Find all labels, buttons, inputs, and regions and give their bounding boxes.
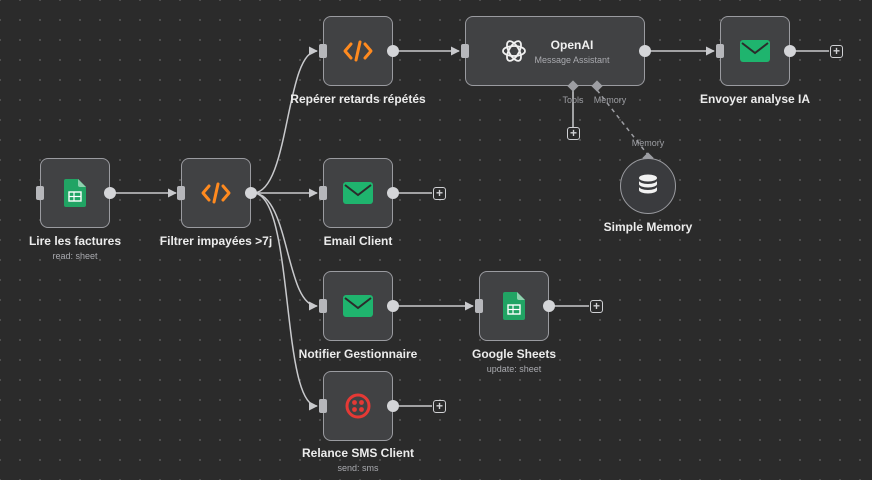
input-port[interactable] — [319, 44, 327, 58]
output-port[interactable] — [784, 45, 796, 57]
node-relance-sms[interactable] — [319, 371, 399, 441]
edge-filtrer-to-relance[interactable] — [252, 192, 318, 411]
node-label: Envoyer analyse IA — [699, 92, 811, 106]
add-node-button[interactable]: + — [433, 400, 446, 413]
edge-memory-dashed[interactable] — [596, 89, 649, 156]
input-port[interactable] — [461, 44, 469, 58]
node-notifier-gestionnaire[interactable] — [319, 271, 399, 341]
node-label: Relance SMS Client — [301, 446, 415, 460]
openai-subtitle: Message Assistant — [534, 54, 610, 65]
output-port[interactable] — [387, 45, 399, 57]
output-port[interactable] — [639, 45, 651, 57]
node-label: Simple Memory — [603, 220, 693, 234]
node-email-client[interactable] — [319, 158, 399, 228]
input-port[interactable] — [36, 186, 44, 200]
node-google-sheets[interactable] — [475, 271, 555, 341]
memory-port-label: Memory — [631, 138, 665, 148]
google-sheets-icon — [503, 292, 525, 320]
node-subtitle: update: sheet — [486, 364, 542, 374]
input-port[interactable] — [475, 299, 483, 313]
edge-filtrer-to-notifier[interactable] — [252, 192, 318, 311]
twilio-icon — [345, 393, 371, 419]
memory-label: Memory — [593, 95, 627, 105]
node-label: Repérer retards répétés — [290, 92, 426, 106]
email-icon — [343, 295, 373, 317]
node-lire-factures[interactable] — [36, 158, 116, 228]
input-port[interactable] — [319, 299, 327, 313]
output-port[interactable] — [245, 187, 257, 199]
node-simple-memory[interactable] — [620, 158, 676, 214]
code-icon — [201, 182, 231, 204]
add-node-button[interactable]: + — [830, 45, 843, 58]
node-label: Email Client — [323, 234, 393, 248]
input-port[interactable] — [177, 186, 185, 200]
openai-title: OpenAI — [550, 37, 594, 52]
node-openai[interactable]: OpenAI Message Assistant — [461, 16, 651, 86]
email-icon — [343, 182, 373, 204]
input-port[interactable] — [319, 399, 327, 413]
email-icon — [740, 40, 770, 62]
edge-filtrer-to-reperer[interactable] — [252, 46, 318, 194]
database-icon — [639, 174, 657, 194]
input-port[interactable] — [716, 44, 724, 58]
tools-label: Tools — [562, 95, 584, 105]
add-node-button[interactable]: + — [590, 300, 603, 313]
google-sheets-icon — [64, 179, 86, 207]
node-label: Lire les factures — [28, 234, 122, 248]
node-label: Notifier Gestionnaire — [298, 347, 418, 361]
output-port[interactable] — [543, 300, 555, 312]
node-subtitle: send: sms — [337, 463, 379, 473]
node-reperer-retards[interactable] — [319, 16, 399, 86]
add-tool-button[interactable]: + — [567, 127, 580, 140]
node-label: Google Sheets — [471, 347, 557, 361]
node-filtrer-impayees[interactable] — [177, 158, 257, 228]
node-subtitle: read: sheet — [52, 251, 98, 261]
output-port[interactable] — [387, 300, 399, 312]
node-envoyer-analyse[interactable] — [716, 16, 796, 86]
node-label: Filtrer impayées >7j — [159, 234, 273, 248]
output-port[interactable] — [387, 400, 399, 412]
code-icon — [343, 40, 373, 62]
openai-icon — [502, 40, 527, 62]
add-node-button[interactable]: + — [433, 187, 446, 200]
output-port[interactable] — [104, 187, 116, 199]
input-port[interactable] — [319, 186, 327, 200]
output-port[interactable] — [387, 187, 399, 199]
